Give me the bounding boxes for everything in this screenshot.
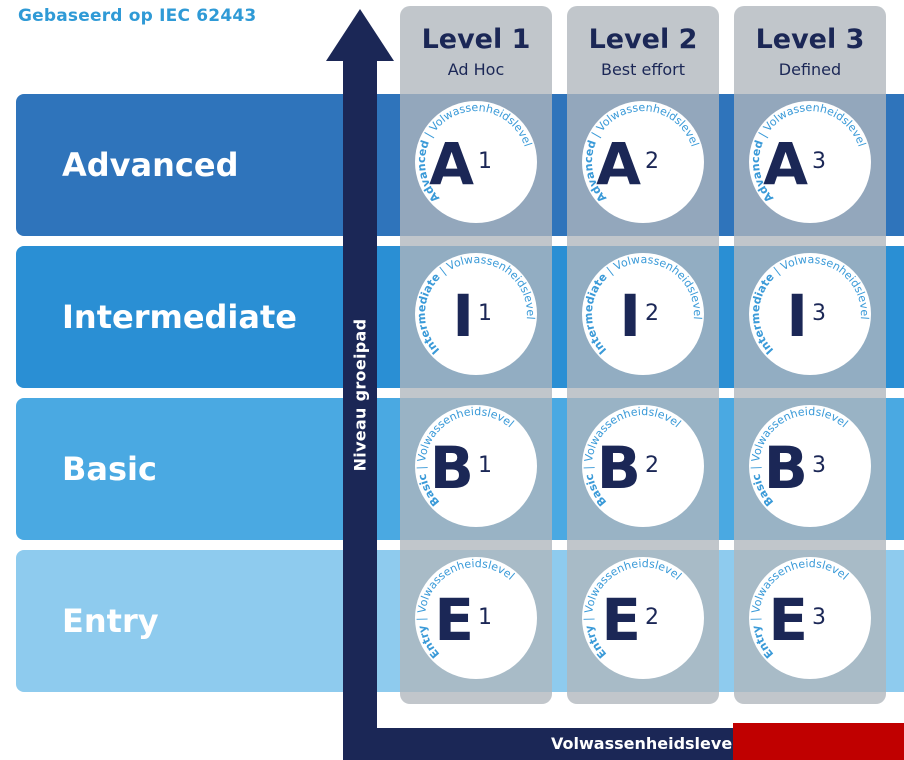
badge-letter: A (596, 130, 641, 198)
badge-superscript: 2 (645, 149, 659, 174)
badge-superscript: 2 (645, 605, 659, 630)
badge-superscript: 1 (478, 453, 492, 478)
badge-circle (582, 405, 704, 527)
badge-superscript: 1 (478, 605, 492, 630)
level-subtitle: Defined (778, 60, 842, 79)
badge-letter: E (768, 586, 808, 654)
badge-superscript: 1 (478, 301, 492, 326)
row-label: Intermediate (62, 298, 297, 336)
vertical-axis (343, 38, 377, 760)
axis-arrow-head-icon (326, 9, 394, 61)
level-title: Level 3 (755, 24, 865, 55)
badge-superscript: 3 (812, 301, 826, 326)
row-label: Entry (62, 602, 159, 640)
row-label: Basic (62, 450, 157, 488)
badge-superscript: 3 (812, 149, 826, 174)
badge-letter: B (597, 434, 641, 502)
badge-circle (582, 557, 704, 679)
badge-letter: B (430, 434, 474, 502)
header-title: Gebaseerd op IEC 62443 (18, 6, 257, 26)
badge-superscript: 3 (812, 605, 826, 630)
badge-circle (749, 557, 871, 679)
badge-letter: E (434, 586, 474, 654)
badge-letter: E (601, 586, 641, 654)
row-label: Advanced (62, 146, 239, 184)
badge-circle (582, 253, 704, 375)
redaction-block (733, 723, 904, 760)
badge-superscript: 2 (645, 301, 659, 326)
badge-letter: I (452, 282, 474, 350)
level-title: Level 1 (421, 24, 531, 55)
level-subtitle: Best effort (600, 60, 686, 79)
badge-circle (415, 253, 537, 375)
vertical-axis-label: Niveau groeipad (350, 318, 370, 472)
level-title: Level 2 (588, 24, 698, 55)
badge-circle (749, 253, 871, 375)
badge-superscript: 3 (812, 453, 826, 478)
badge-letter: A (429, 130, 474, 198)
badge-circle (415, 101, 537, 223)
badge-letter: I (786, 282, 808, 350)
badge-letter: B (764, 434, 808, 502)
badge-circle (415, 557, 537, 679)
badge-superscript: 1 (478, 149, 492, 174)
badge-circle (749, 101, 871, 223)
badge-circle (749, 405, 871, 527)
badge-circle (582, 101, 704, 223)
badge-letter: I (619, 282, 641, 350)
badge-circle (415, 405, 537, 527)
horizontal-axis-label: Volwassenheidsleve (551, 734, 733, 753)
badge-letter: A (763, 130, 808, 198)
level-subtitle: Ad Hoc (447, 60, 505, 79)
badge-superscript: 2 (645, 453, 659, 478)
